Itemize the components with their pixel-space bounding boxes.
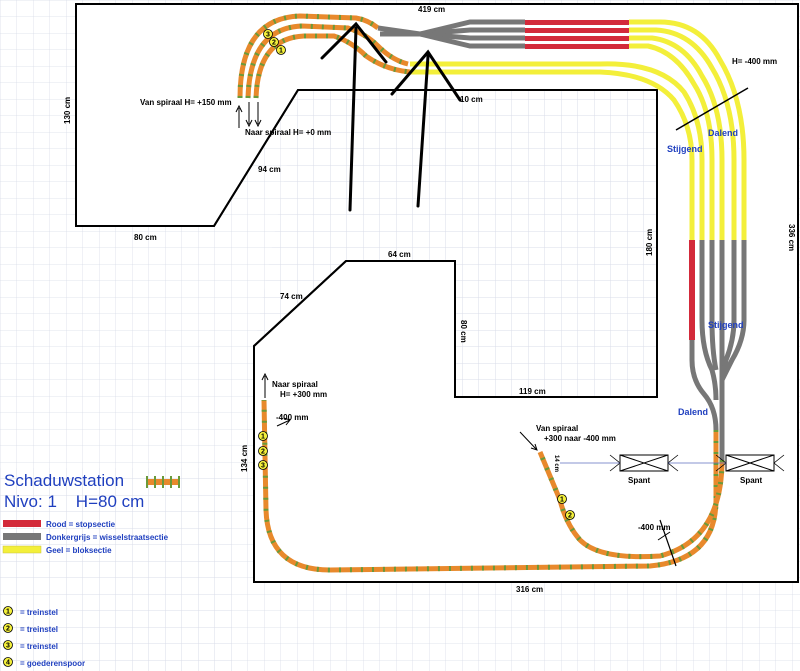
label-spant-2: Spant [740,476,763,485]
numbered-legend-num-3: 3 [6,643,10,650]
note-van-spiraal-line2: +300 naar -400 mm [544,434,616,443]
legend-label-yellow: Geel = bloksectie [46,546,112,555]
dim-inner-gap: 10 cm [460,95,483,104]
track-markers-bottom: 1 2 [557,494,575,520]
board-outline [75,3,799,583]
marker-left-2: 2 [261,449,265,456]
track-top-switches [377,19,525,49]
hand-drawn-arrows [320,21,462,212]
track-markers-top: 3 2 1 [263,29,286,55]
label-dalend-1: Dalend [708,128,738,138]
title-line-1: Schaduwstation [4,471,124,490]
numbered-legend-label-1: = treinstel [20,608,58,617]
note-naar-spiraal-300-line1: Naar spiraal [272,380,318,389]
track-right-vertical [689,240,747,460]
legend-label-grey: Donkergrijs = wisselstraatsectie [46,533,169,542]
dim-right-height: 336 cm [787,224,796,251]
note-naar-spiraal-0: Naar spiraal H= +0 mm [245,128,331,137]
inner-void [254,92,655,395]
marker-left-1: 1 [261,434,265,441]
track-yellow-blocks [410,19,747,240]
numbered-legend: 1 = treinstel 2 = treinstel 3 = treinste… [3,606,85,668]
note-van-spiraal-line1: Van spiraal [536,424,578,433]
dim-notch-depth: 80 cm [459,320,468,343]
label-stijgend-2: Stijgend [708,320,744,330]
dim-notch-top: 64 cm [388,250,411,259]
note-van-spiraal-150: Van spiraal H= +150 mm [140,98,232,107]
dim-inner-right-height: 180 cm [645,229,654,256]
dim-bottom-width: 316 cm [516,585,543,594]
label-dalend-2: Dalend [678,407,708,417]
numbered-legend-num-4: 4 [6,660,10,667]
numbered-legend-label-4: = goederenspoor [20,659,85,668]
note-minus-400-left: -400 mm [276,413,308,422]
legend: Rood = stopsectie Donkergrijs = wisselst… [2,520,169,555]
dim-left-height: 130 cm [63,97,72,124]
marker-bottom-1: 1 [560,497,564,504]
track-markers-left: 1 2 3 [258,431,268,470]
legend-swatch-red [3,520,41,527]
title-line-2: Nivo: 1 H=80 cm [4,492,144,511]
track-top-stop-sections [525,20,629,49]
marker-left-3: 3 [261,463,265,470]
dim-lower-left-height: 134 cm [240,445,249,472]
note-minus-400-bottom: -400 mm [638,523,670,532]
label-spant-1: Spant [628,476,651,485]
legend-swatch-yellow [2,545,42,554]
note-h-minus-400-top: H= -400 mm [732,57,777,66]
marker-top-2: 2 [272,40,276,47]
numbered-legend-num-1: 1 [6,609,10,616]
legend-area [0,468,232,671]
dim-notch-diagonal: 74 cm [280,292,303,301]
legend-label-red: Rood = stopsectie [46,520,116,529]
dim-top-width: 419 cm [418,5,445,14]
dim-bottom-left-width: 80 cm [134,233,157,242]
numbered-legend-label-3: = treinstel [20,642,58,651]
marker-top-1: 3 [266,32,270,39]
note-naar-spiraal-300-line2: H= +300 mm [280,390,327,399]
track-bottom-loop [261,399,725,573]
dim-diagonal: 94 cm [258,165,281,174]
marker-bottom-2: 2 [568,513,572,520]
dim-small: 14 cm [553,455,559,472]
marker-top-3: 1 [279,48,283,55]
numbered-legend-num-2: 2 [6,626,10,633]
label-stijgend-1: Stijgend [667,144,703,154]
legend-swatch-grey [3,533,41,540]
numbered-legend-label-2: = treinstel [20,625,58,634]
dim-notch-bottom: 119 cm [519,387,546,396]
height-arrows [235,87,749,567]
